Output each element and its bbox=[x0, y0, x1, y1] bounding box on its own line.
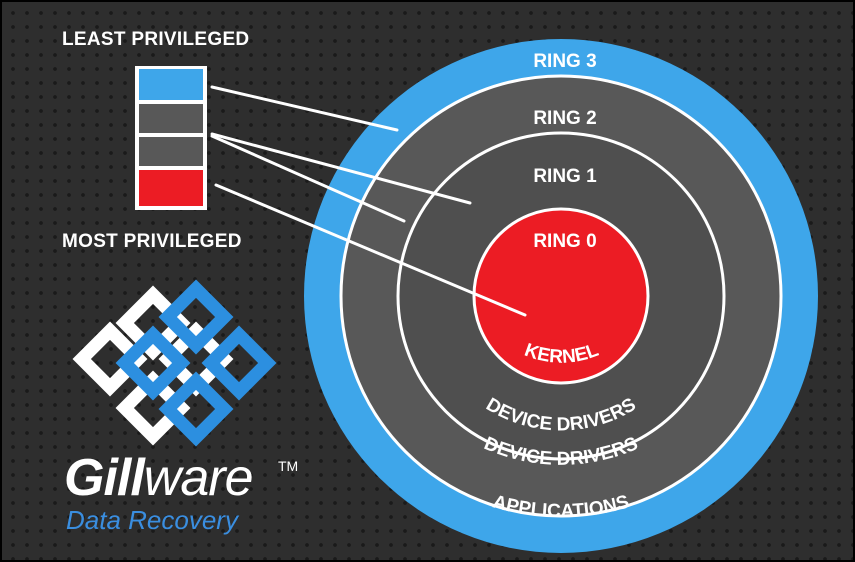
connector-ring-3 bbox=[210, 85, 399, 132]
ring-0-title: RING 0 bbox=[533, 231, 596, 252]
legend-box-ring-3 bbox=[139, 69, 203, 100]
ring-3-title: RING 3 bbox=[533, 51, 596, 72]
brand-tagline: Data Recovery bbox=[66, 505, 238, 535]
legend-box-ring-1 bbox=[139, 137, 203, 166]
connector-ring-2 bbox=[210, 134, 406, 223]
legend-box-ring-0 bbox=[139, 170, 203, 206]
ring-2-title: RING 2 bbox=[533, 108, 596, 129]
ring-0-circle bbox=[472, 207, 650, 385]
trademark: TM bbox=[278, 458, 299, 474]
least-privileged-label: LEAST PRIVILEGED bbox=[62, 29, 250, 50]
brand-bold: Gill bbox=[64, 449, 145, 507]
gillware-logo-icon bbox=[72, 279, 277, 447]
legend-box-ring-2 bbox=[139, 104, 203, 133]
ring-1-title: RING 1 bbox=[533, 166, 597, 187]
brand-name: Gillware bbox=[64, 449, 254, 507]
connector-ring-0 bbox=[214, 183, 527, 317]
most-privileged-label: MOST PRIVILEGED bbox=[62, 231, 242, 252]
connector-ring-1 bbox=[210, 132, 472, 205]
brand-light: ware bbox=[143, 449, 254, 507]
